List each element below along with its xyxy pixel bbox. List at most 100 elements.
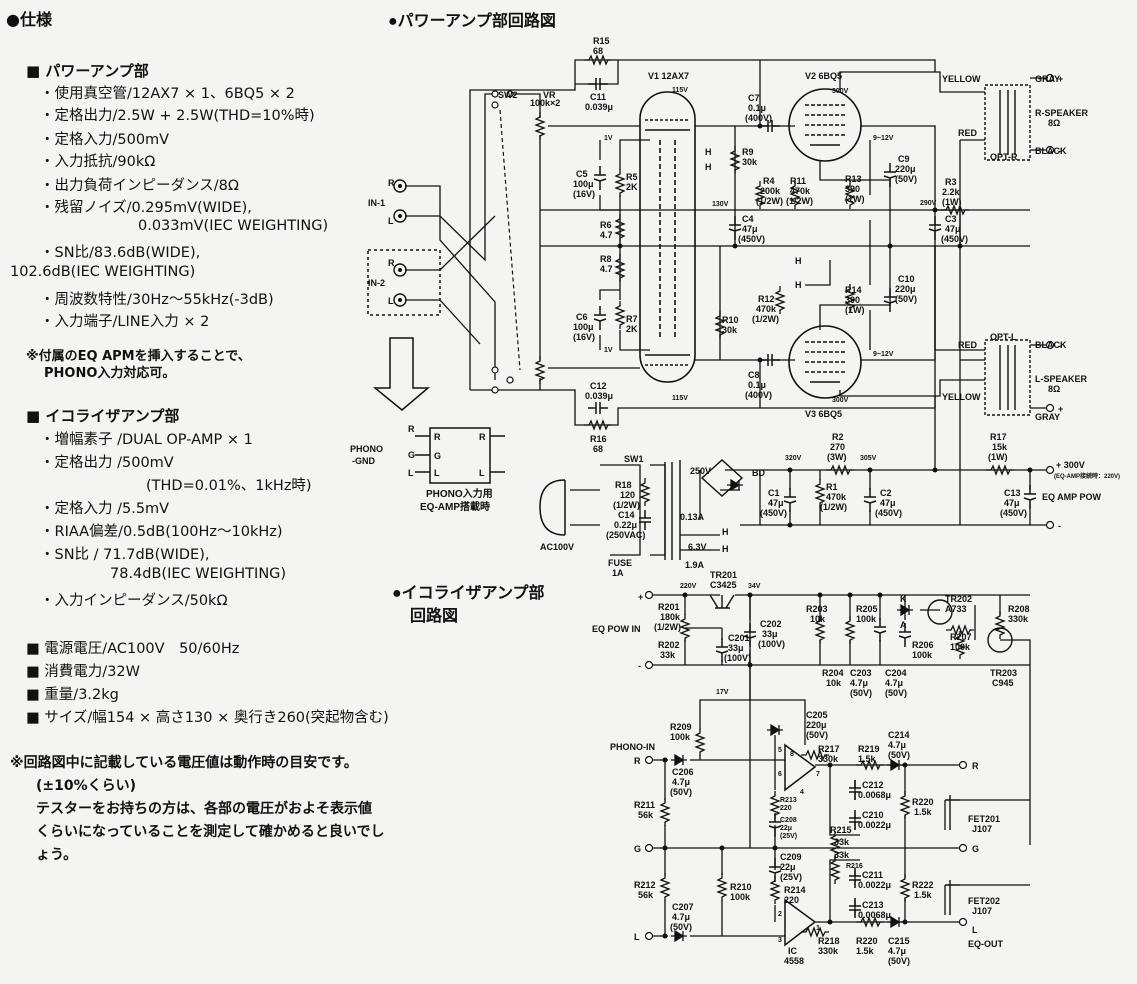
label: C13 bbox=[1004, 488, 1021, 498]
label: H bbox=[705, 162, 712, 172]
label: 220 bbox=[784, 895, 799, 905]
label: C7 bbox=[748, 93, 760, 103]
label: (50V) bbox=[888, 750, 910, 760]
label: 56k bbox=[638, 810, 654, 820]
nodes bbox=[617, 123, 1033, 528]
label: 33k bbox=[834, 850, 850, 860]
label: (25V) bbox=[780, 833, 797, 840]
label: 100k×2 bbox=[530, 98, 560, 108]
power-amp-labels: R15 68 C11 0.039μ C12 0.039μ R16 68 V1 1… bbox=[350, 36, 1120, 578]
label: (1/2W) bbox=[752, 314, 779, 324]
label: 2K bbox=[626, 324, 638, 334]
label: R217 bbox=[818, 744, 840, 754]
label: C6 bbox=[576, 312, 588, 322]
label: 10k bbox=[826, 678, 842, 688]
label: (1/2W) bbox=[613, 500, 640, 510]
spec-item: ・入力インピーダンス/50kΩ bbox=[40, 593, 228, 609]
label: R222 bbox=[912, 880, 934, 890]
label: (1W) bbox=[845, 305, 865, 315]
label: 47μ bbox=[880, 498, 896, 508]
spec-item: 102.6dB(IEC WEIGHTING) bbox=[10, 264, 196, 280]
tube-label: V2 6BQ5 bbox=[805, 71, 842, 81]
label: 330k bbox=[818, 946, 839, 956]
label: (1W) bbox=[942, 197, 962, 207]
label: 47μ bbox=[768, 498, 784, 508]
pin: 1 bbox=[816, 925, 820, 932]
label: 330k bbox=[818, 754, 839, 764]
spec-panel: ●仕様 ■ パワーアンプ部 ・使用真空管/12AX7 × 1、6BQ5 × 2 … bbox=[0, 0, 470, 984]
label: BD bbox=[752, 468, 765, 478]
label: C14 bbox=[618, 510, 635, 520]
label: 390 bbox=[845, 295, 860, 305]
pin: 6 bbox=[778, 771, 782, 778]
label: R206 bbox=[912, 640, 934, 650]
footnote: ょう。 bbox=[36, 847, 78, 863]
label: 30k bbox=[722, 325, 738, 335]
label: (1W) bbox=[845, 194, 865, 204]
label: L bbox=[479, 468, 485, 478]
label: SW1 bbox=[624, 454, 644, 464]
label: 56k bbox=[638, 890, 654, 900]
label: R12 bbox=[758, 294, 775, 304]
label: R16 bbox=[590, 434, 607, 444]
label: A733 bbox=[945, 604, 967, 614]
label: 1.5k bbox=[856, 946, 875, 956]
label: 120 bbox=[620, 490, 635, 500]
label: R5 bbox=[626, 172, 638, 182]
power-amp-circuit: ●パワーアンプ部回路図 bbox=[350, 11, 1120, 578]
spec-note: ※付属のEQ APMを挿入することで、 bbox=[26, 349, 251, 364]
label: J107 bbox=[972, 906, 992, 916]
label: 0.039μ bbox=[585, 391, 613, 401]
label: A bbox=[900, 620, 907, 630]
label: (400V) bbox=[745, 113, 772, 123]
label: 100k bbox=[912, 650, 933, 660]
spec-general: ■ 重量/3.2kg bbox=[26, 687, 119, 703]
label: (250VAC) bbox=[606, 530, 645, 540]
label: C202 bbox=[760, 619, 782, 629]
pin: 4 bbox=[800, 789, 804, 796]
label: (400V) bbox=[745, 390, 772, 400]
label: C12 bbox=[590, 381, 607, 391]
footnote: テスターをお持ちの方は、各部の電圧がおよそ表示値 bbox=[36, 801, 372, 817]
label: C215 bbox=[888, 936, 910, 946]
spec-item: ・定格入力/500mV bbox=[40, 132, 170, 148]
label: R-SPEAKER bbox=[1035, 108, 1089, 118]
eq-amp-wiring bbox=[652, 594, 1031, 937]
voltage: 115V bbox=[672, 87, 688, 94]
label: C3425 bbox=[710, 580, 737, 590]
spec-item: ・RIAA偏差/0.5dB(100Hz～10kHz) bbox=[40, 524, 283, 540]
label: C209 bbox=[780, 852, 802, 862]
pin: 2 bbox=[778, 911, 782, 918]
label: 33μ bbox=[762, 629, 778, 639]
label: L bbox=[972, 925, 978, 935]
label: C213 bbox=[862, 900, 884, 910]
label: R216 bbox=[846, 863, 863, 870]
label: L bbox=[388, 296, 394, 306]
label: (450V) bbox=[760, 508, 787, 518]
label: TR202 bbox=[945, 594, 972, 604]
label: 47μ bbox=[742, 224, 758, 234]
label: RED bbox=[958, 128, 978, 138]
label: 180k bbox=[660, 612, 681, 622]
spec-item: ・出力負荷インピーダンス/8Ω bbox=[40, 178, 239, 194]
label: C945 bbox=[992, 678, 1014, 688]
label: AC100V bbox=[540, 542, 574, 552]
label: R205 bbox=[856, 604, 878, 614]
label: L bbox=[388, 216, 394, 226]
label: FUSE bbox=[608, 558, 632, 568]
label: + 300V bbox=[1056, 460, 1085, 470]
label: (1/2W) bbox=[756, 196, 783, 206]
label: 30k bbox=[742, 157, 758, 167]
label: R bbox=[408, 424, 415, 434]
label: R219 bbox=[858, 744, 880, 754]
label: 47μ bbox=[1004, 498, 1020, 508]
label: R210 bbox=[730, 882, 752, 892]
label: R214 bbox=[784, 885, 806, 895]
label: 1.5k bbox=[858, 754, 877, 764]
voltage: 34V bbox=[748, 583, 761, 590]
label: EQ-OUT bbox=[968, 939, 1004, 949]
label: 33k bbox=[834, 837, 850, 847]
label: R201 bbox=[658, 602, 680, 612]
label: 4.7μ bbox=[885, 678, 903, 688]
label: L-SPEAKER bbox=[1035, 374, 1088, 384]
